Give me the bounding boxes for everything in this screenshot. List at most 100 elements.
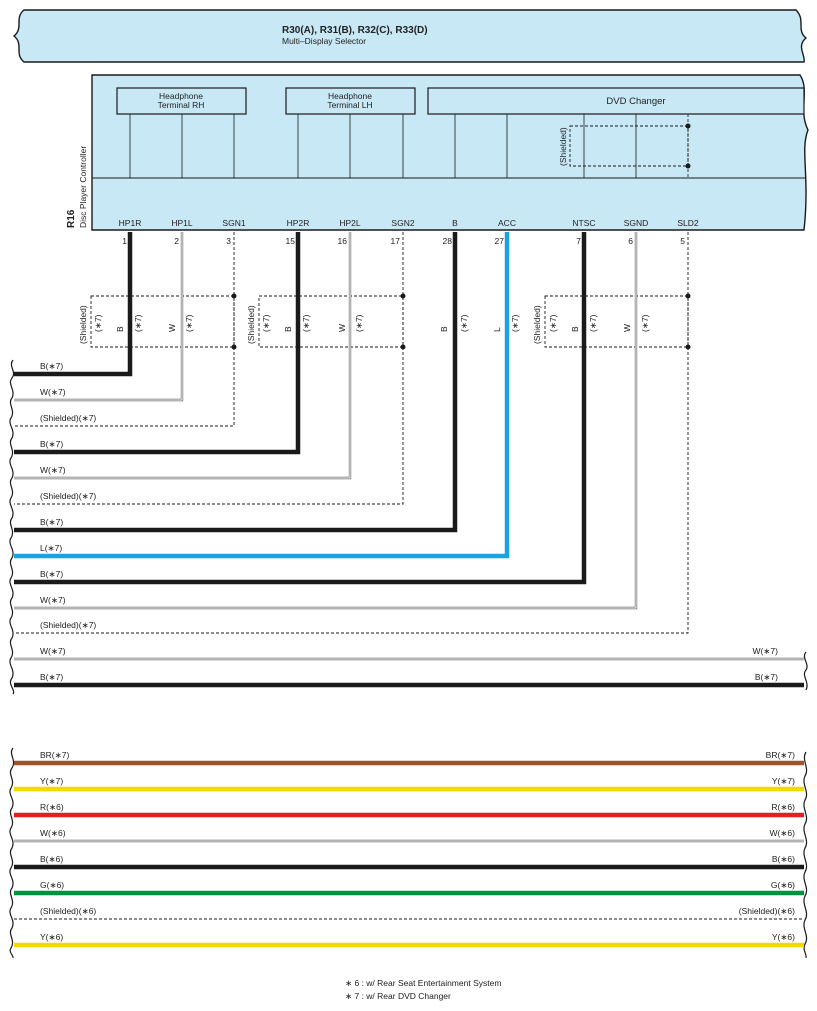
bottom-label-right-6: (Shielded)(∗6) [739, 906, 795, 916]
group-annotation-10: W [337, 324, 347, 332]
group-annotation-6: (Shielded) [246, 305, 256, 344]
bottom-label-right-4: B(∗6) [772, 854, 795, 864]
shield-group-1 [90, 295, 235, 348]
pin-name-hp1l: HP1L [171, 218, 193, 228]
group-annotation-12: B [439, 326, 449, 332]
bottom-label-right-0: BR(∗7) [766, 750, 795, 760]
group-annotation-9: (∗7) [301, 314, 311, 332]
pin-name-hp2l: HP2L [339, 218, 361, 228]
group-annotation-4: W [167, 324, 177, 332]
shield-group-3 [544, 295, 689, 348]
pin-num-28: 28 [443, 236, 453, 246]
break-left-bottom [9, 747, 15, 959]
group-annotation-21: (∗7) [640, 314, 650, 332]
bottom-label-left-1: Y(∗7) [40, 776, 63, 786]
group-annotation-3: (∗7) [133, 314, 143, 332]
controller-name: Disc Player Controller [78, 146, 88, 228]
group-annotation-0: (Shielded) [78, 305, 88, 344]
headphone-terminal-rh-box [116, 87, 247, 115]
wire-label-6: B(∗7) [40, 517, 63, 527]
bottom-label-right-2: R(∗6) [771, 802, 795, 812]
pin-num-7: 7 [576, 236, 581, 246]
bottom-label-left-6: (Shielded)(∗6) [40, 906, 96, 916]
wire-label-4: W(∗7) [40, 465, 66, 475]
group-annotation-1: (∗7) [93, 314, 103, 332]
footnote-6: ∗ 6 : w/ Rear Seat Entertainment System [345, 978, 501, 988]
pin-name-acc: ACC [498, 218, 516, 228]
pin-num-2: 2 [174, 236, 179, 246]
dvd-shield-dot-1 [685, 123, 691, 129]
bottom-label-left-3: W(∗6) [40, 828, 66, 838]
break-right-bottom [803, 751, 808, 959]
wire-label-7: L(∗7) [40, 543, 62, 553]
headphone-lh-label-2: Terminal LH [327, 100, 372, 110]
wire-label-12: B(∗7) [40, 672, 63, 682]
group-annotation-18: B [570, 326, 580, 332]
dvd-shield-dot-2 [685, 163, 691, 169]
pin-wire-hp2r-3 [14, 232, 301, 455]
pin-name-hp1r: HP1R [119, 218, 142, 228]
pin-wire-sgn2-5 [14, 232, 404, 505]
group-annotation-15: (∗7) [510, 314, 520, 332]
pin-num-5: 5 [680, 236, 685, 246]
group-annotation-13: (∗7) [459, 314, 469, 332]
group-annotation-11: (∗7) [354, 314, 364, 332]
pin-wire-sgnd-9-outline [14, 232, 638, 610]
dvd-shielded-label: (Shielded) [558, 127, 568, 166]
bottom-label-left-7: Y(∗6) [40, 932, 63, 942]
bottom-label-right-7: Y(∗6) [772, 932, 795, 942]
dvd-changer-label: DVD Changer [606, 96, 665, 107]
pin-num-16: 16 [338, 236, 348, 246]
wire-label-right-b7: B(∗7) [755, 672, 778, 682]
pin-num-6: 6 [628, 236, 633, 246]
multi-display-selector-box [12, 9, 808, 63]
wire-label-right-w7: W(∗7) [752, 646, 778, 656]
pin-wire-sld2-10 [14, 232, 689, 634]
group-annotation-19: (∗7) [588, 314, 598, 332]
group-annotation-14: L [492, 327, 502, 332]
wire-label-0: B(∗7) [40, 361, 63, 371]
break-right-top [803, 651, 808, 691]
pin-wire-hp1r-0 [14, 232, 133, 377]
pin-wire-b-6 [14, 232, 458, 533]
bottom-label-right-5: G(∗6) [771, 880, 795, 890]
pin-wire-hp1l-1 [14, 232, 183, 401]
pin-name-ntsc: NTSC [572, 218, 595, 228]
wire-label-5: (Shielded)(∗7) [40, 491, 96, 501]
wire-label-10: (Shielded)(∗7) [40, 620, 96, 630]
selector-title: R30(A), R31(B), R32(C), R33(D) [282, 25, 428, 36]
group-annotation-2: B [115, 326, 125, 332]
dvd-changer-box [427, 87, 805, 115]
headphone-rh-label-1: Headphone [159, 91, 203, 101]
pin-num-15: 15 [286, 236, 296, 246]
controller-code: R16 [66, 209, 77, 228]
dvd-shield-box [569, 125, 689, 167]
pin-wire-sgnd-9 [14, 232, 637, 609]
bottom-label-right-3: W(∗6) [769, 828, 795, 838]
pin-num-27: 27 [495, 236, 505, 246]
shield-group-2 [258, 295, 404, 348]
pin-wire-ntsc-8 [14, 232, 587, 585]
pin-name-b: B [452, 218, 458, 228]
group-annotation-8: B [283, 326, 293, 332]
pin-wire-sgn1-2 [14, 232, 235, 427]
pin-wire-hp2l-4 [14, 232, 351, 479]
wire-label-3: B(∗7) [40, 439, 63, 449]
pin-name-hp2r: HP2R [287, 218, 310, 228]
wire-label-1: W(∗7) [40, 387, 66, 397]
pin-num-1: 1 [122, 236, 127, 246]
shield-dot-2a [400, 293, 406, 299]
break-left-top [9, 359, 15, 695]
bottom-label-left-2: R(∗6) [40, 802, 64, 812]
wire-label-2: (Shielded)(∗7) [40, 413, 96, 423]
wire-label-8: B(∗7) [40, 569, 63, 579]
bottom-label-left-5: G(∗6) [40, 880, 64, 890]
group-annotation-20: W [622, 324, 632, 332]
pin-num-17: 17 [391, 236, 401, 246]
shield-dot-1a [231, 293, 237, 299]
group-annotation-17: (∗7) [548, 314, 558, 332]
pin-wire-acc-7 [14, 232, 510, 559]
group-annotation-7: (∗7) [261, 314, 271, 332]
pin-name-sgn1: SGN1 [222, 218, 245, 228]
